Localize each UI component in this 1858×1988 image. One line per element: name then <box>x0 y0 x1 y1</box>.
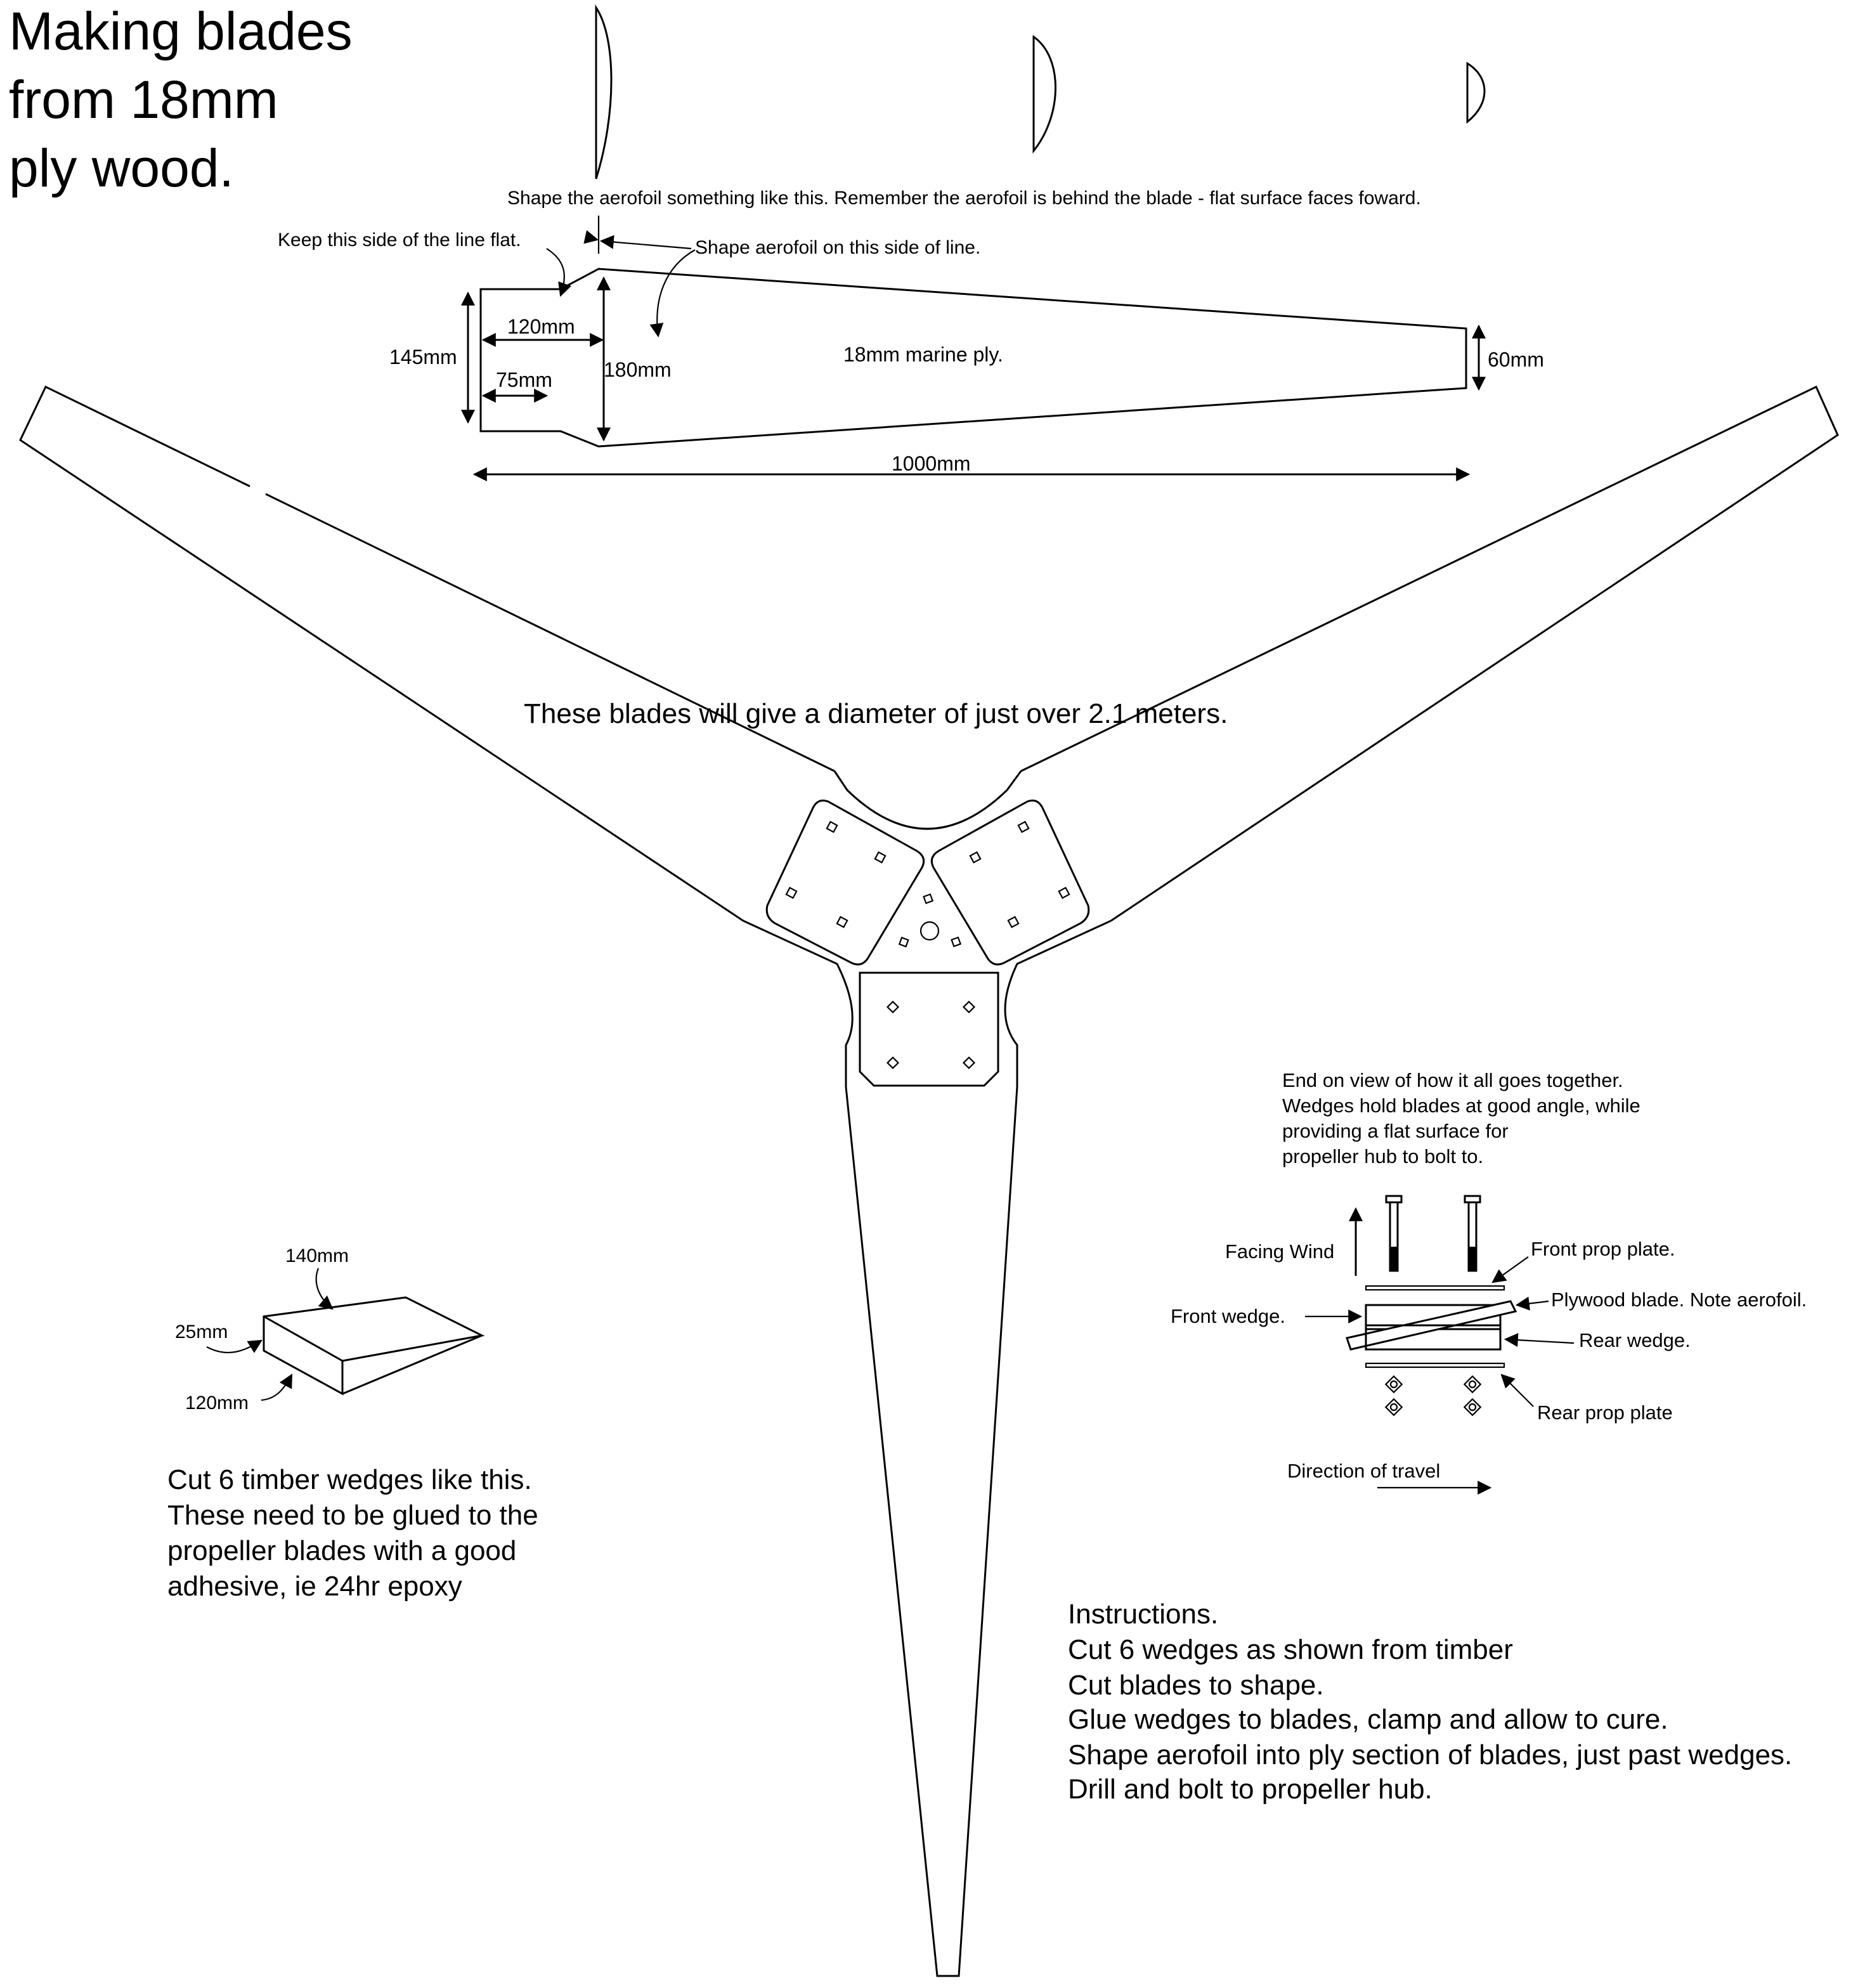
direction-label: Direction of travel <box>1287 1460 1440 1482</box>
plywood-blade-label: Plywood blade. Note aerofoil. <box>1551 1289 1807 1311</box>
flat-note-arrow <box>546 248 571 297</box>
center-line-arrow-left <box>583 230 599 244</box>
wedge-dim-140: 140mm <box>285 1245 349 1266</box>
blade-template-outline <box>479 268 1467 448</box>
assembly-note-2: Wedges hold blades at good angle, while <box>1282 1095 1640 1117</box>
rear-prop-plate-label: Rear prop plate <box>1537 1401 1673 1424</box>
instruction-step-2: Cut blades to shape. <box>1068 1670 1324 1701</box>
rear-prop-plate-arrow <box>1500 1374 1534 1407</box>
wedge-dim-120: 120mm <box>185 1393 249 1413</box>
instruction-step-1: Cut 6 wedges as shown from timber <box>1068 1634 1513 1665</box>
wedge-note-4: adhesive, ie 24hr epoxy <box>167 1571 462 1602</box>
aerofoil-profile-root <box>595 4 613 179</box>
aerofoil-profiles <box>595 4 1486 179</box>
rear-wedge-arrow <box>1504 1333 1575 1348</box>
rear-wedge <box>1365 1324 1502 1351</box>
nut-set-right <box>1463 1375 1482 1417</box>
dim-60-label: 60mm <box>1488 348 1544 371</box>
assembly-note-4: propeller hub to bolt to. <box>1282 1145 1483 1167</box>
instructions-heading: Instructions. <box>1068 1599 1218 1630</box>
aerofoil-note: Shape the aerofoil something like this. … <box>507 188 1421 209</box>
hub-plate-left <box>765 799 925 966</box>
flat-side-note: Keep this side of the line flat. <box>278 230 521 250</box>
title-line-2: from 18mm <box>9 70 278 129</box>
nut-set-left <box>1384 1375 1403 1417</box>
blade-bottom <box>845 1086 1018 1977</box>
hub-outline <box>743 770 1112 1087</box>
diameter-note: These blades will give a diameter of jus… <box>524 698 1228 729</box>
instruction-step-4: Shape aerofoil into ply section of blade… <box>1068 1739 1792 1770</box>
wedge-note-1: Cut 6 timber wedges like this. <box>167 1464 532 1495</box>
blade-right <box>1020 385 1839 922</box>
assembly-note-3: providing a flat surface for <box>1282 1120 1509 1142</box>
wedge-note-2: These need to be glued to the <box>167 1500 538 1531</box>
dim-145-label: 145mm <box>389 346 457 368</box>
front-wedge-label: Front wedge. <box>1171 1305 1285 1327</box>
instruction-step-3: Glue wedges to blades, clamp and allow t… <box>1068 1704 1668 1735</box>
hub-plate-right <box>930 799 1090 966</box>
shape-note-arrow <box>649 249 696 338</box>
front-prop-plate-arrow <box>1491 1256 1529 1283</box>
wedge-arrow-140 <box>315 1268 334 1310</box>
aerofoil-profile-mid <box>1032 35 1056 154</box>
dim-75-label: 75mm <box>496 368 552 391</box>
title-line-3: ply wood. <box>9 138 234 198</box>
rear-prop-plate <box>1365 1362 1505 1368</box>
hub-plate-bottom <box>859 971 999 1087</box>
wedge-drawing: 140mm 25mm 120mm <box>175 1245 485 1413</box>
dim-120-label: 120mm <box>507 315 575 338</box>
wedge-outline <box>263 1296 485 1396</box>
wedge-arrow-120 <box>261 1374 293 1401</box>
blade-template: Keep this side of the line flat. Shape a… <box>278 216 1544 481</box>
title-line-1: Making blades <box>9 1 353 61</box>
rotor-assembly <box>19 385 1839 1977</box>
wedge-arrow-25 <box>206 1339 263 1353</box>
plywood-blade-arrow <box>1515 1296 1549 1311</box>
assembly-note-1: End on view of how it all goes together. <box>1282 1069 1623 1091</box>
assembly-end-view: Facing Wind Front prop plate. Front wedg… <box>1171 1195 1807 1495</box>
center-line-arrow-right <box>599 235 692 250</box>
shape-side-note: Shape aerofoil on this side of line. <box>695 237 980 258</box>
wedge-dim-25: 25mm <box>175 1322 228 1342</box>
front-prop-plate-label: Front prop plate. <box>1531 1238 1675 1260</box>
aerofoil-profile-tip <box>1466 62 1486 124</box>
dim-180-label: 180mm <box>604 358 672 381</box>
hub-center-bore <box>919 921 940 941</box>
facing-wind-label: Facing Wind <box>1225 1240 1334 1263</box>
front-prop-plate <box>1365 1285 1505 1291</box>
material-label: 18mm marine ply. <box>843 343 1003 366</box>
instruction-step-5: Drill and bolt to propeller hub. <box>1068 1774 1432 1805</box>
blade-left <box>19 385 835 922</box>
wedge-note-3: propeller blades with a good <box>167 1535 516 1566</box>
dim-1000-label: 1000mm <box>892 452 971 475</box>
rear-wedge-label: Rear wedge. <box>1579 1329 1691 1351</box>
instructions-block: Instructions. Cut 6 wedges as shown from… <box>1068 1599 1792 1805</box>
